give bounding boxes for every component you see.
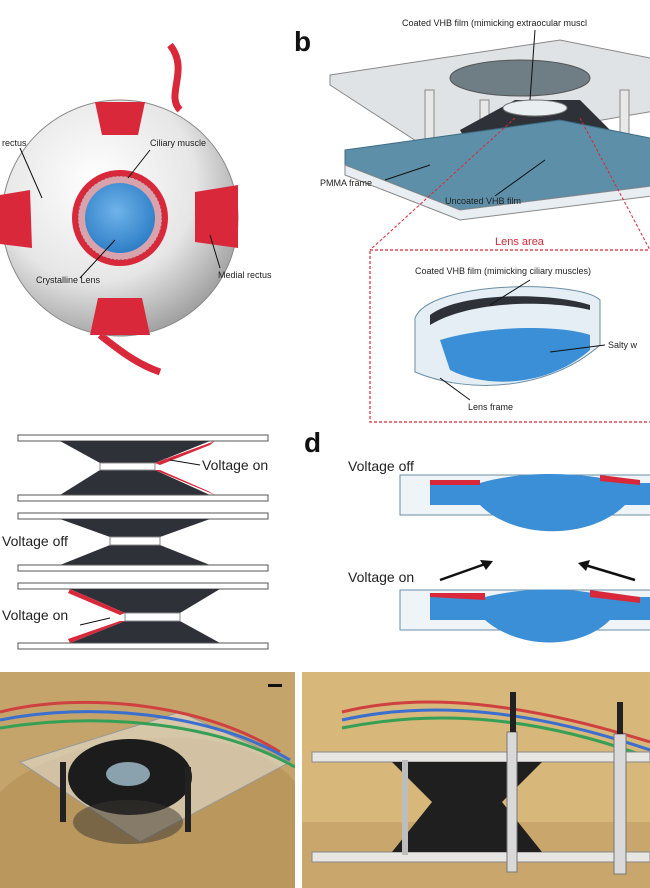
photo-illustration-left <box>0 672 295 888</box>
lower-muscle-ribbon <box>97 332 162 376</box>
label-medial-rectus: Medial rectus <box>218 270 272 280</box>
panel-d-letter: d <box>304 427 322 458</box>
label-ciliary-muscle: Ciliary muscle <box>150 138 207 148</box>
label-coated-vhb-top: Coated VHB film (mimicking extraocular m… <box>402 18 588 28</box>
lens-area-box <box>369 249 650 423</box>
device-illustration <box>329 29 650 423</box>
label-lens-frame: Lens frame <box>468 402 514 412</box>
lens-cross-sections <box>399 474 650 643</box>
panel-b-device-diagram: b Coated VHB film (mimicking extraocular… <box>290 0 650 430</box>
crystalline-lens <box>85 183 155 253</box>
photo-illustration-right <box>302 672 650 888</box>
photo-device-top-view <box>0 672 295 888</box>
label-lateral-rectus: rectus <box>2 138 27 148</box>
label-voltage-off: Voltage off <box>2 533 68 549</box>
label-voltage-on-top: Voltage on <box>202 457 269 473</box>
panel-d-lens-deformation: d Voltage off Voltage on <box>290 425 650 655</box>
label-d-voltage-off: Voltage off <box>348 458 414 474</box>
label-d-voltage-on: Voltage on <box>348 569 415 585</box>
medial-rectus <box>195 185 238 248</box>
label-uncoated-vhb: Uncoated VHB film <box>445 196 522 206</box>
photo-device-side-view <box>302 672 650 888</box>
inferior-rectus <box>90 298 150 335</box>
panel-c-voltage-states: Voltage on Voltage off Voltage on <box>0 425 290 655</box>
label-pmma-frame: PMMA frame <box>320 178 373 188</box>
label-lens-area: Lens area <box>495 236 544 248</box>
superior-rectus <box>95 102 145 135</box>
panel-a-eye-diagram: rectus Ciliary muscle Crystalline Lens M… <box>0 0 330 420</box>
actuator-cross-sections <box>17 434 269 650</box>
label-salty-water: Salty w <box>608 340 638 350</box>
label-crystalline-lens: Crystalline Lens <box>36 275 101 285</box>
label-coated-vhb-ciliary: Coated VHB film (mimicking ciliary muscl… <box>415 266 592 276</box>
eye-illustration <box>0 42 239 376</box>
upper-muscle-ribbon <box>167 42 183 113</box>
lateral-rectus <box>0 190 32 248</box>
panel-b-letter: b <box>294 26 312 57</box>
label-voltage-on-bottom: Voltage on <box>2 607 69 623</box>
